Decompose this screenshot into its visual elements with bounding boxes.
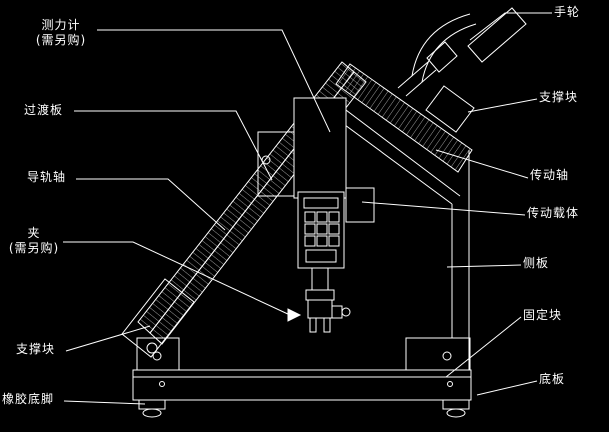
left-base-block bbox=[136, 337, 180, 371]
label-fixing-block: 固定块 bbox=[523, 308, 563, 322]
clamp-pointer bbox=[287, 308, 302, 322]
label-drive-shaft: 传动轴 bbox=[530, 168, 570, 182]
leader-drive-carrier bbox=[361, 201, 526, 216]
drive-shaft-drawing bbox=[335, 63, 473, 173]
leader-clamp bbox=[63, 241, 291, 316]
handwheel-drawing bbox=[397, 7, 527, 97]
gauge-stem bbox=[311, 267, 329, 291]
leader-lines bbox=[63, 12, 552, 405]
label-base-plate: 底板 bbox=[539, 372, 566, 386]
leader-rubber-feet bbox=[63, 400, 146, 405]
leader-handwheel bbox=[469, 12, 552, 41]
label-force-gauge-line2: (需另购) bbox=[35, 33, 87, 47]
handwheel-handle bbox=[467, 7, 527, 63]
machine-body bbox=[121, 7, 527, 418]
label-rubber-feet: 橡胶底脚 bbox=[2, 392, 55, 406]
label-clamp: 夹 (需另购) bbox=[2, 226, 66, 256]
rubber-foot-left bbox=[142, 408, 162, 418]
leader-support-block-left bbox=[65, 325, 151, 352]
leader-drive-shaft bbox=[435, 149, 529, 179]
fixing-block-drawing bbox=[405, 337, 471, 371]
leader-fixing-block bbox=[445, 316, 522, 378]
drive-carrier-drawing bbox=[345, 187, 375, 223]
label-guide-rail-shaft: 导轨轴 bbox=[27, 170, 67, 184]
handwheel-hub bbox=[426, 41, 458, 73]
leader-guide-rail-shaft bbox=[76, 178, 226, 231]
label-force-gauge: 测力计 (需另购) bbox=[22, 18, 100, 48]
label-force-gauge-line1: 测力计 bbox=[41, 18, 81, 32]
leader-force-gauge bbox=[97, 29, 331, 133]
rubber-foot-right bbox=[446, 408, 466, 418]
label-support-block-right: 支撑块 bbox=[539, 90, 579, 104]
leader-transition-plate bbox=[74, 110, 273, 181]
base-plate-drawing bbox=[132, 369, 472, 418]
label-side-plate: 侧板 bbox=[523, 256, 550, 270]
label-clamp-line2: (需另购) bbox=[8, 241, 60, 255]
label-transition-plate: 过渡板 bbox=[24, 103, 64, 117]
gauge-keypad bbox=[304, 211, 340, 247]
leader-side-plate bbox=[446, 264, 522, 268]
leader-base-plate bbox=[476, 380, 538, 396]
leader-support-block-right bbox=[467, 98, 538, 113]
label-clamp-line1: 夹 bbox=[27, 226, 41, 240]
label-support-block-left: 支撑块 bbox=[16, 342, 56, 356]
force-gauge-drawing bbox=[293, 97, 347, 291]
support-block-right-drawing bbox=[425, 85, 475, 133]
clamp-drawing bbox=[287, 289, 351, 333]
gauge-screen bbox=[303, 197, 339, 209]
label-handwheel: 手轮 bbox=[554, 5, 581, 19]
label-drive-carrier: 传动载体 bbox=[527, 206, 580, 220]
